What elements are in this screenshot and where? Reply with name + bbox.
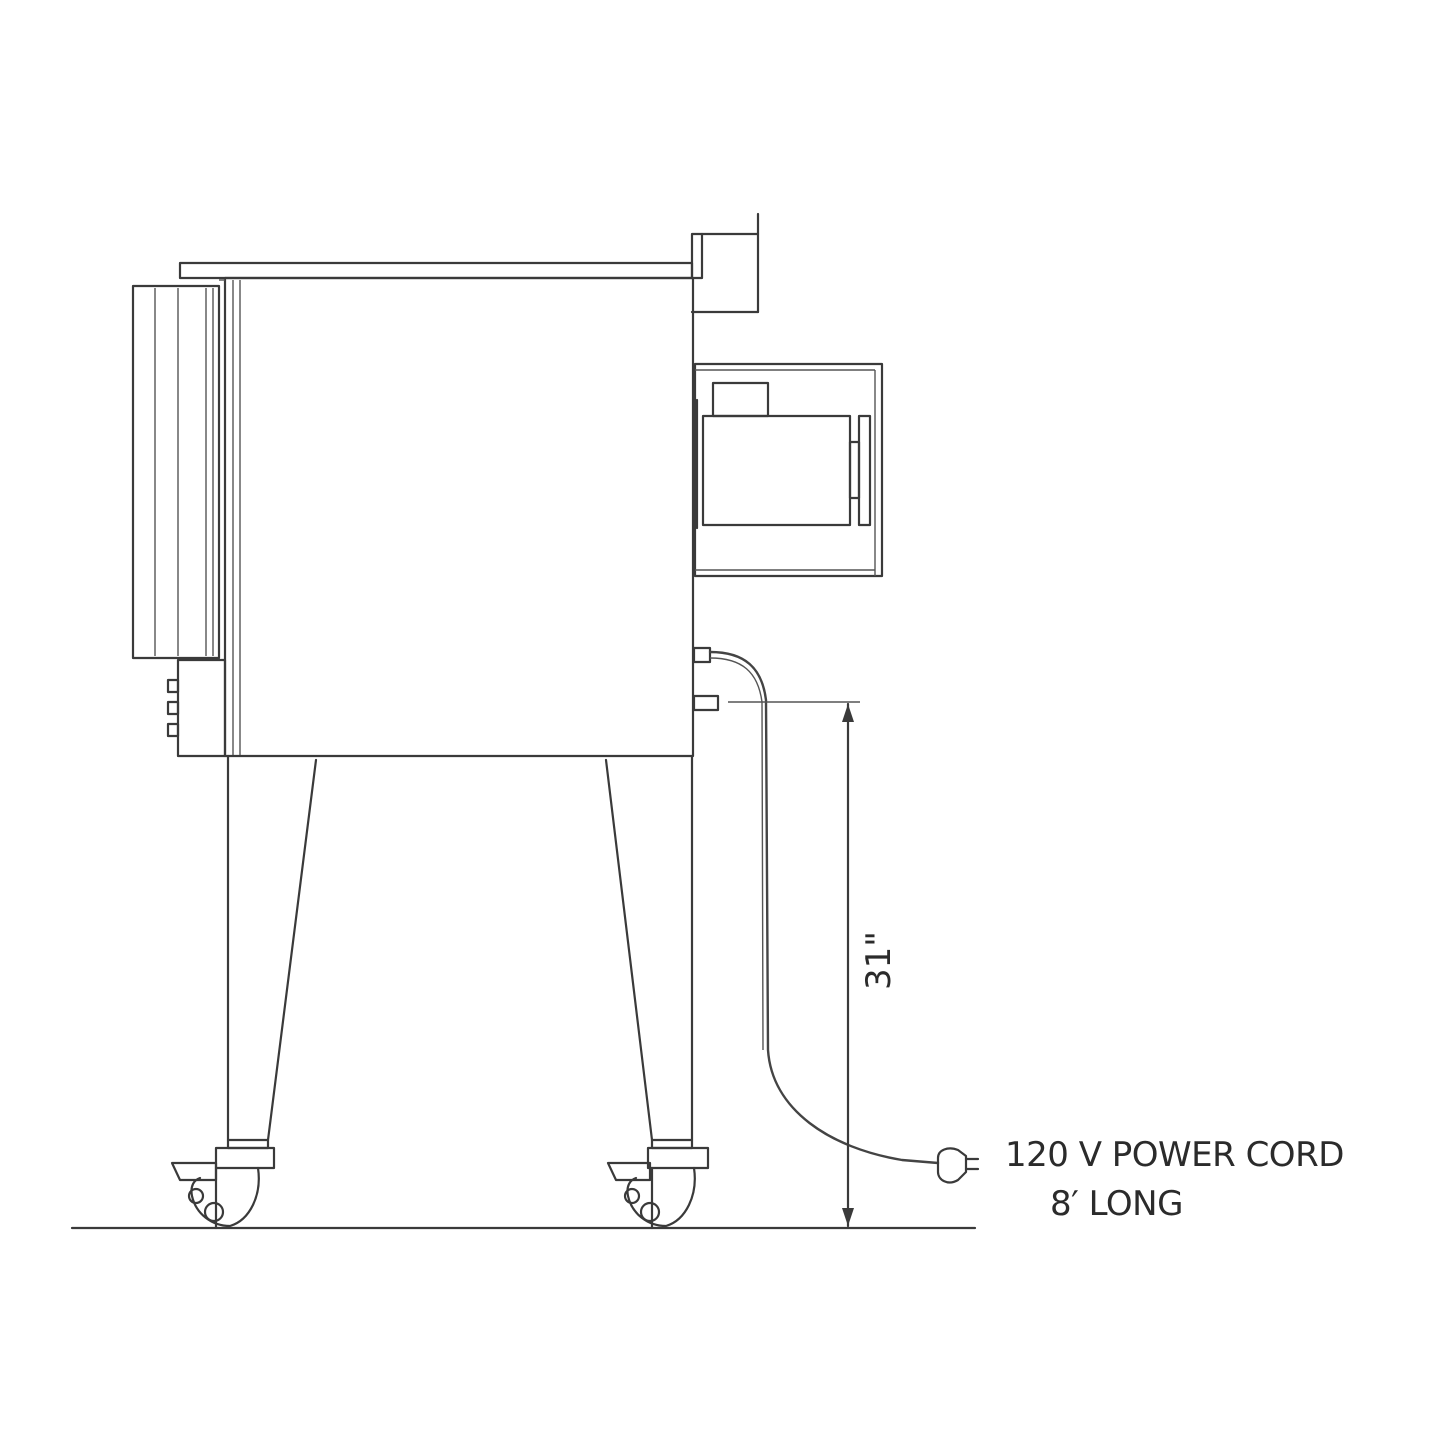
caster-left — [170, 1138, 276, 1230]
height-dimension-label: 31" — [859, 931, 899, 990]
power-cord — [708, 650, 940, 1165]
height-dimension: 31" — [728, 701, 899, 1228]
vent-stack — [690, 212, 760, 314]
power-cord-label: 120 V POWER CORD — [1005, 1135, 1344, 1175]
door-handle-panel — [131, 279, 225, 660]
top-cap — [178, 261, 694, 280]
cabinet-body — [223, 276, 695, 758]
control-box — [166, 658, 227, 758]
power-cord-length-label: 8′ LONG — [1050, 1184, 1183, 1224]
cord-fittings — [692, 646, 720, 712]
power-plug-icon — [936, 1147, 980, 1184]
motor-housing — [693, 362, 884, 578]
legs — [226, 754, 694, 1142]
caster-right — [606, 1138, 710, 1230]
